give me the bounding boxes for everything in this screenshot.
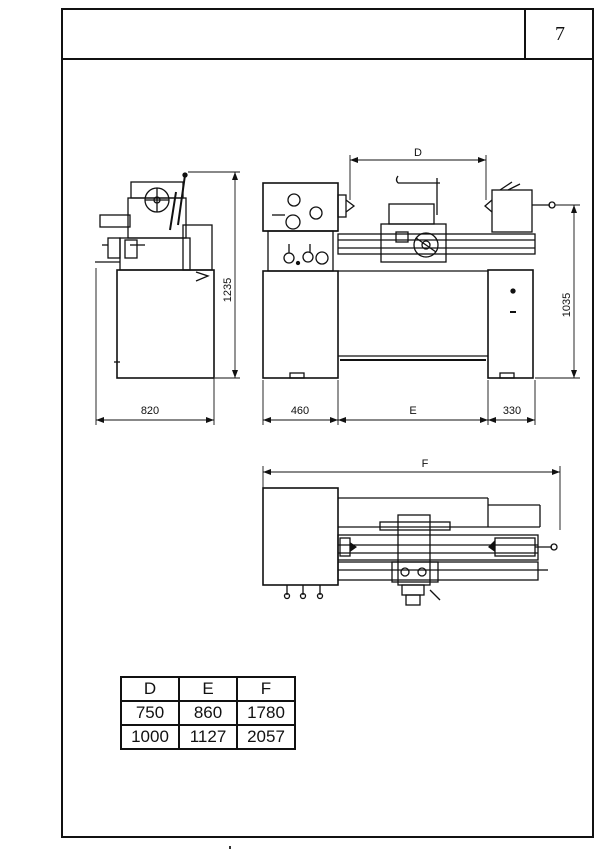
page-number: 7 (555, 22, 565, 45)
dim-height-center: 1035 (561, 293, 573, 317)
table-cell: 1780 (236, 700, 296, 726)
table-cell: 1127 (178, 724, 238, 750)
table-header-cell: D (120, 676, 180, 702)
table-row: 750 860 1780 (120, 700, 296, 726)
table-cell: 1000 (120, 724, 180, 750)
dim-width-side: 820 (141, 405, 159, 417)
table-cell: 750 (120, 700, 180, 726)
front-view (262, 155, 580, 425)
table-header-cell: F (236, 676, 296, 702)
dim-height-total: 1235 (222, 278, 234, 302)
page-number-box: 7 (524, 8, 594, 60)
dimension-table: D E F 750 860 1780 1000 1127 2057 (120, 676, 296, 750)
dim-between-centers: D (414, 147, 422, 159)
page-frame (61, 8, 594, 838)
dim-overall-length: F (422, 458, 429, 470)
dim-len-left: 460 (291, 405, 309, 417)
table-row: 1000 1127 2057 (120, 724, 296, 750)
table-header-row: D E F (120, 676, 296, 702)
table-cell: 860 (178, 700, 238, 726)
top-view (262, 466, 561, 606)
scan-mark (229, 846, 231, 849)
table-header-cell: E (178, 676, 238, 702)
side-view (95, 171, 240, 425)
dim-len-mid: E (409, 405, 416, 417)
dim-len-right: 330 (503, 405, 521, 417)
header-divider (61, 58, 594, 60)
table-cell: 2057 (236, 724, 296, 750)
